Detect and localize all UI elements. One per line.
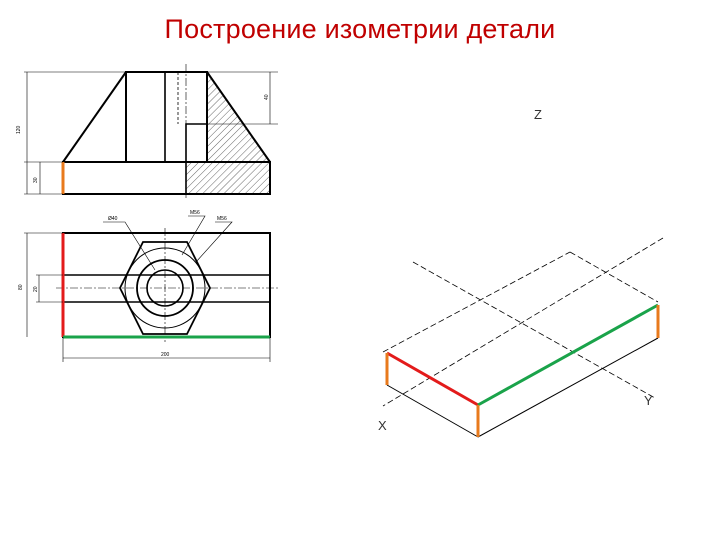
leader-hex-b <box>195 221 233 263</box>
front-dimensions: 120 40 30 <box>16 71 278 195</box>
label-hex-b: M56 <box>217 216 227 222</box>
label-hex-a: M56 <box>190 210 200 216</box>
label-hole-diameter: Ø40 <box>108 216 118 222</box>
front-right-slope <box>206 71 271 163</box>
dim-width: 80 <box>18 284 24 290</box>
dim-length: 200 <box>161 352 170 358</box>
dim-base-height: 30 <box>33 177 39 183</box>
top-base <box>62 232 271 338</box>
dim-total-height: 120 <box>16 125 22 134</box>
axis-label-y: Y <box>644 393 653 408</box>
front-view: 120 40 30 <box>16 64 278 200</box>
leader-hole <box>103 221 156 271</box>
axis-label-z: Z <box>534 107 542 122</box>
front-left-slope <box>62 71 127 163</box>
front-boss <box>125 71 208 163</box>
isometric-view: Z Y X <box>378 107 664 438</box>
top-view: Ø40 M56 M56 80 20 200 <box>18 210 280 362</box>
iso-green-edge <box>477 303 659 407</box>
leader-hex-a <box>181 215 206 256</box>
axis-label-x: X <box>378 418 387 433</box>
dim-top-offset: 40 <box>264 94 270 100</box>
front-section-hatch <box>186 72 270 194</box>
dim-slot-width: 20 <box>33 286 39 292</box>
top-dimensions: 80 20 200 <box>18 232 271 362</box>
slide-title: Построение изометрии детали <box>164 14 556 44</box>
iso-box-outline <box>386 337 659 438</box>
iso-red-edge <box>386 351 479 407</box>
